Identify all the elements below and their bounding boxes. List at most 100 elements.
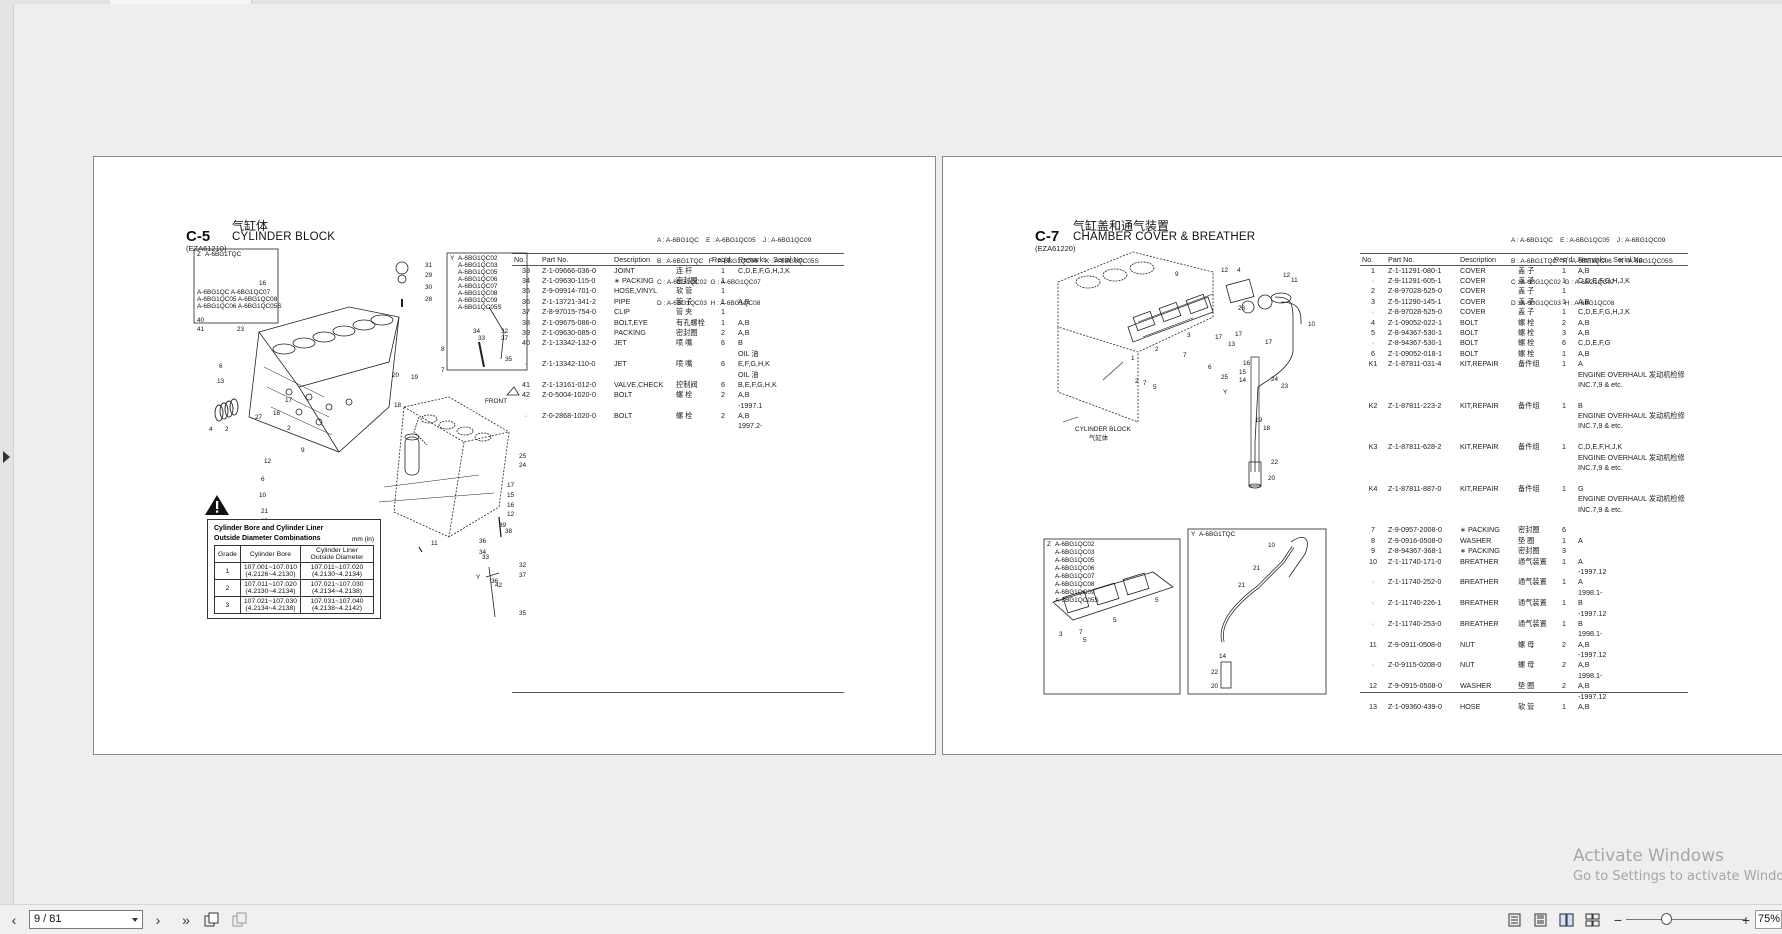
two-page-view-icon[interactable]	[1559, 913, 1574, 927]
single-page-view-icon[interactable]	[1507, 913, 1522, 927]
svg-text:33: 33	[478, 335, 486, 342]
part-description	[1458, 629, 1516, 639]
front-label: FRONT	[485, 398, 507, 405]
svg-text:32: 32	[519, 562, 527, 569]
part-description: ∗ PACKING	[1460, 546, 1500, 556]
part-description-cn	[1516, 370, 1552, 380]
part-number: Z-1-09360-439-0	[1388, 702, 1442, 712]
part-description	[1458, 453, 1516, 463]
svg-text:17: 17	[285, 397, 293, 404]
item-number: ·	[1371, 307, 1375, 317]
next-page-icon[interactable]: ›	[155, 912, 161, 928]
part-description: ∗ PACKING	[1460, 525, 1500, 535]
item-number	[1360, 453, 1386, 463]
section-code: (EZA61210)	[186, 244, 227, 253]
part-number: Z-1-11740-226-1	[1388, 598, 1442, 608]
cylinder-block-diagram: Z A-6BG1TQC A-6BG1QC A-6BG1QC07 A-6BG1QC…	[193, 248, 528, 618]
svg-text:5: 5	[1153, 384, 1157, 391]
copy-page-icon[interactable]	[204, 912, 220, 928]
quantity-required	[1552, 494, 1576, 504]
part-description: BREATHER	[1460, 556, 1499, 566]
remarks: A,B	[1578, 266, 1590, 275]
part-description: BREATHER	[1460, 577, 1499, 587]
document-page-left: C-5 气缸体 CYLINDER BLOCK (EZA61210) A : A-…	[93, 156, 936, 755]
part-number	[1386, 370, 1458, 380]
part-description-cn: 通气装置	[1518, 598, 1547, 608]
remarks: A	[1578, 577, 1583, 587]
svg-text:17: 17	[1235, 331, 1243, 338]
remarks	[736, 307, 844, 317]
quantity-required	[710, 349, 736, 359]
liner-value: 107.021~107.030(4.2134~4.2138)	[300, 579, 374, 597]
z-box-model: A-6BG1TQC	[205, 251, 242, 258]
part-description-cn	[1516, 692, 1552, 702]
svg-text:8: 8	[441, 346, 445, 353]
zoom-in-icon[interactable]: +	[1741, 912, 1751, 928]
quantity-required: 1	[721, 317, 725, 327]
item-number: 1	[1371, 266, 1375, 275]
col-cn	[1516, 253, 1552, 266]
part-number: Z-1-11740-171-0	[1388, 556, 1442, 566]
svg-text:Y: Y	[1191, 531, 1196, 538]
svg-text:21: 21	[1238, 582, 1246, 589]
part-description-cn	[1516, 650, 1552, 660]
svg-text:41: 41	[197, 326, 205, 333]
y-box-model: A-6BG1QC05	[458, 269, 498, 276]
part-description	[612, 421, 674, 431]
expand-sidebar-icon[interactable]	[3, 451, 10, 463]
item-number: 38	[522, 317, 530, 327]
part-description: HOSE,VINYL	[614, 286, 658, 296]
part-description	[1458, 463, 1516, 473]
liner-mm: 107.011~107.020	[310, 564, 364, 571]
remarks: B	[1578, 400, 1583, 410]
svg-text:34: 34	[473, 328, 481, 335]
bore-row: 1 107.001~107.010(4.2126~4.2130) 107.011…	[214, 562, 374, 580]
remarks	[1576, 515, 1688, 525]
y-box-model: A-6BG1QC07	[458, 283, 498, 290]
remarks	[1576, 390, 1688, 400]
part-description-cn	[1516, 567, 1552, 577]
tab-stub[interactable]	[110, 0, 252, 4]
zoom-slider-track[interactable]	[1626, 919, 1746, 920]
continuous-view-icon[interactable]	[1533, 913, 1548, 927]
activate-windows-watermark: Activate Windows Go to Settings to activ…	[1573, 846, 1782, 884]
item-number: ·	[1371, 660, 1375, 670]
remarks: C,D,E,F,G	[1578, 338, 1611, 348]
previous-page-icon[interactable]: ‹	[11, 912, 17, 928]
zoom-slider-thumb[interactable]	[1661, 913, 1672, 925]
document-viewport[interactable]: C-5 气缸体 CYLINDER BLOCK (EZA61210) A : A-…	[15, 4, 1782, 904]
remarks: INC.7,9 & etc.	[1578, 463, 1623, 473]
item-number	[1360, 629, 1386, 639]
page-number-select[interactable]: 9 / 81	[29, 910, 143, 929]
svg-text:11: 11	[1291, 277, 1298, 284]
y-box-model: A-6BG1TQC	[1199, 531, 1236, 538]
two-page-continuous-icon[interactable]	[1585, 913, 1600, 927]
part-number	[1386, 505, 1458, 515]
remarks: 1998.1-	[1578, 587, 1603, 597]
sidebar-collapsed[interactable]	[0, 4, 14, 904]
part-number: Z-0-5004-1020-0	[542, 390, 596, 400]
svg-text:17: 17	[1265, 339, 1273, 346]
part-description-cn: 盖 子	[1518, 266, 1535, 275]
zoom-level-field[interactable]: 75%	[1755, 910, 1782, 929]
last-page-icon[interactable]: »	[182, 912, 190, 928]
zoom-out-icon[interactable]: −	[1613, 912, 1623, 928]
quantity-required: 6	[721, 359, 725, 369]
remarks: E,F,G,H,K	[738, 359, 770, 369]
y-box-model: A-6BG1QC08	[458, 290, 498, 297]
variant-line: C : A-6BG1QC02 G : A-6BG1QC07	[1511, 279, 1615, 286]
svg-text:23: 23	[237, 326, 245, 333]
copy-disabled-icon[interactable]	[232, 912, 248, 928]
svg-text:20: 20	[392, 372, 400, 379]
part-number	[1386, 473, 1458, 483]
part-number: Z-9-0957-2008-0	[1388, 525, 1442, 535]
remarks: OIL 油	[738, 348, 759, 358]
bore-mm: 107.001~107.010	[243, 564, 297, 571]
remarks: A,B	[738, 317, 750, 327]
